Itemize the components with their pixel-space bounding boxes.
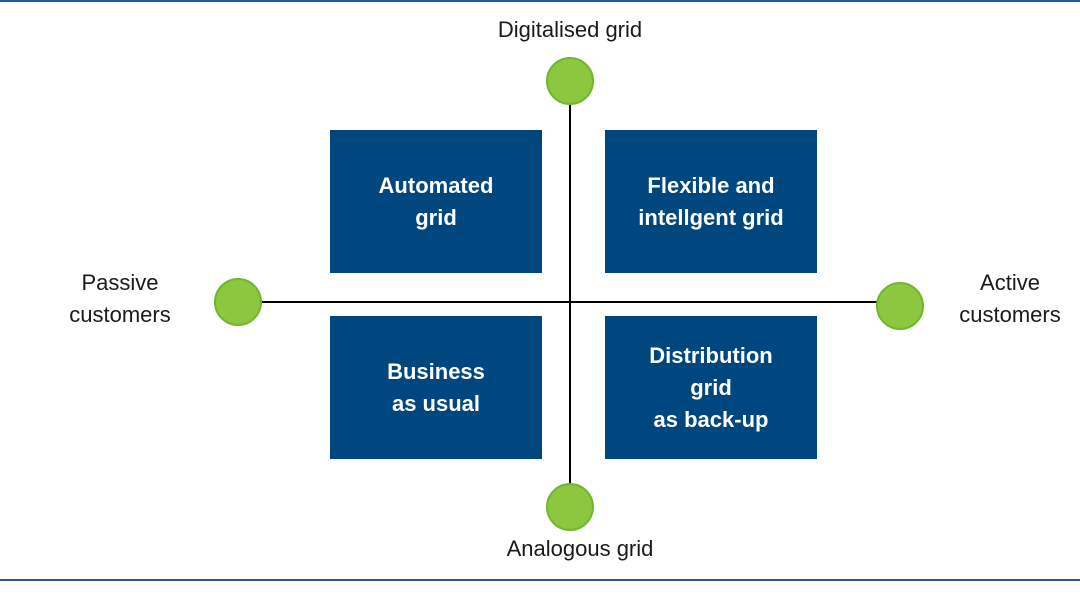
quadrant-distribution-grid-backup: Distribution grid as back-up xyxy=(605,316,817,459)
bottom-divider xyxy=(0,579,1080,581)
quadrant-label: Distribution grid as back-up xyxy=(649,342,773,432)
axis-label-active-customers: Active customers xyxy=(959,270,1061,327)
quadrant-label: Automated grid xyxy=(378,172,494,230)
axis-end-circle-bottom xyxy=(546,483,594,531)
axis-label-digitalised-grid: Digitalised grid xyxy=(497,17,643,42)
quadrant-label: Flexible and intellgent grid xyxy=(638,172,784,230)
axis-end-circle-right xyxy=(876,282,924,330)
quadrant-flexible-intelligent-grid: Flexible and intellgent grid xyxy=(605,130,817,273)
axis-end-circle-top xyxy=(546,57,594,105)
axis-label-analogous-grid: Analogous grid xyxy=(506,536,654,561)
quadrant-automated-grid: Automated grid xyxy=(330,130,542,273)
axis-end-circle-left xyxy=(214,278,262,326)
top-divider xyxy=(0,0,1080,2)
horizontal-axis xyxy=(238,301,899,303)
axis-label-passive-customers: Passive customers xyxy=(69,270,171,327)
quadrant-label: Business as usual xyxy=(387,358,485,416)
vertical-axis xyxy=(569,80,571,507)
quadrant-business-as-usual: Business as usual xyxy=(330,316,542,459)
